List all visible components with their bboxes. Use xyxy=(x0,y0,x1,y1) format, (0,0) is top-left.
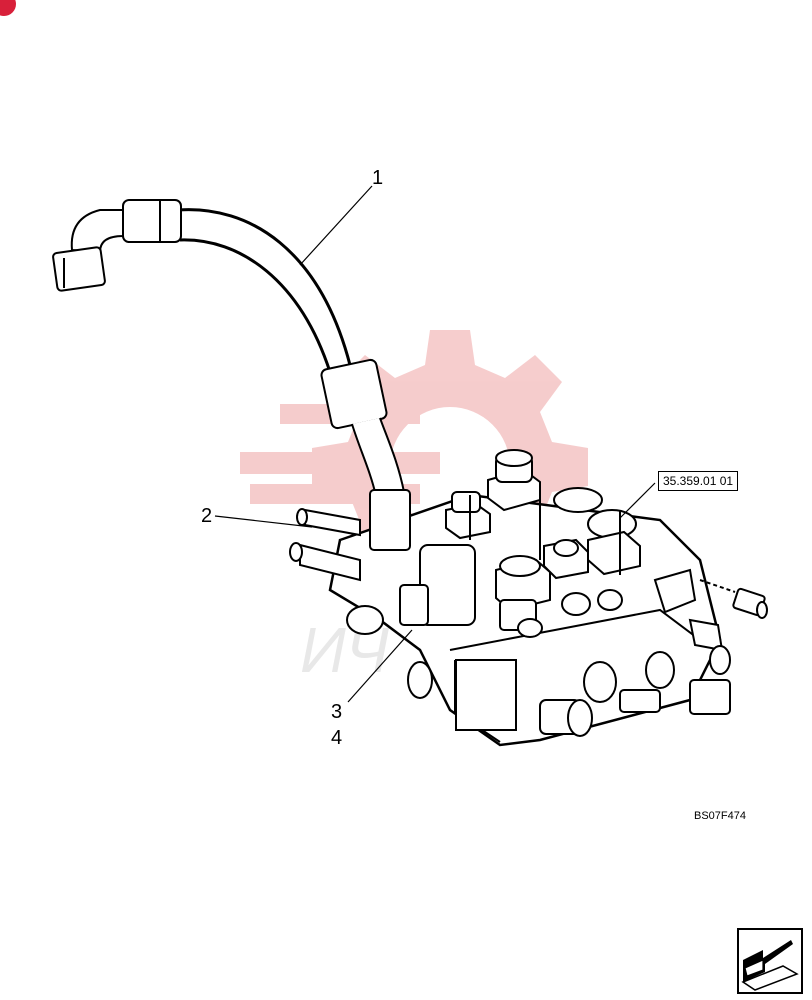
callout-3: 3 xyxy=(331,701,343,723)
hose-assembly xyxy=(52,199,406,498)
next-page-button[interactable] xyxy=(737,928,803,994)
callout-1: 1 xyxy=(372,167,384,189)
control-valve-body xyxy=(289,449,768,747)
figure-code: BS07F474 xyxy=(694,810,746,822)
next-page-arrow-icon xyxy=(741,940,799,991)
callout-2: 2 xyxy=(201,505,213,527)
reference-link[interactable]: 35.359.01 01 xyxy=(658,471,739,491)
leader-lines xyxy=(214,185,656,703)
corner-badge-icon xyxy=(0,0,16,16)
callout-4: 4 xyxy=(331,727,343,749)
